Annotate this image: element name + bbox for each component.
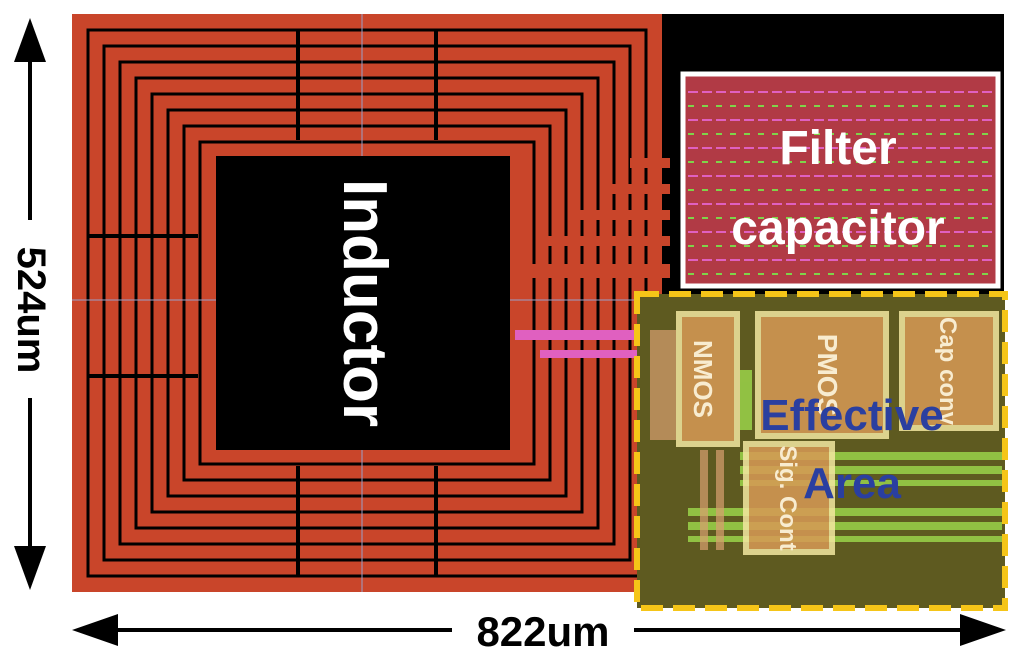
- cap-conv-block: [899, 311, 999, 431]
- filter-capacitor: Filter capacitor: [680, 71, 1001, 289]
- inductor-core: [216, 156, 510, 450]
- pmos-label: PMOS: [812, 334, 843, 416]
- nmos-block: [676, 311, 740, 447]
- double-arrow-horizontal-icon: [72, 614, 1006, 646]
- effective-area-label-line2: Area: [803, 459, 901, 508]
- nmos-label: NMOS: [688, 340, 718, 418]
- pmos-block: [755, 311, 889, 439]
- filter-capacitor-label-line1: Filter: [779, 122, 896, 175]
- sig-cont-label: Sig. Cont: [774, 445, 801, 550]
- height-dimension-label: 524um: [9, 247, 53, 374]
- cap-conv-label: Cap conv: [934, 317, 961, 426]
- width-dimension-label: 822um: [476, 608, 609, 655]
- double-arrow-vertical-icon: [14, 18, 46, 590]
- effective-area: NMOS PMOS Cap conv Sig. Cont Effective A…: [634, 291, 1008, 611]
- filter-capacitor-label-line2: capacitor: [731, 202, 944, 255]
- sig-cont-block: [743, 441, 835, 555]
- interconnect-traces: [510, 158, 670, 358]
- effective-area-border: [634, 291, 1008, 611]
- effective-area-label-line1: Effective: [760, 391, 943, 440]
- inductor-label: Inductor: [330, 179, 399, 427]
